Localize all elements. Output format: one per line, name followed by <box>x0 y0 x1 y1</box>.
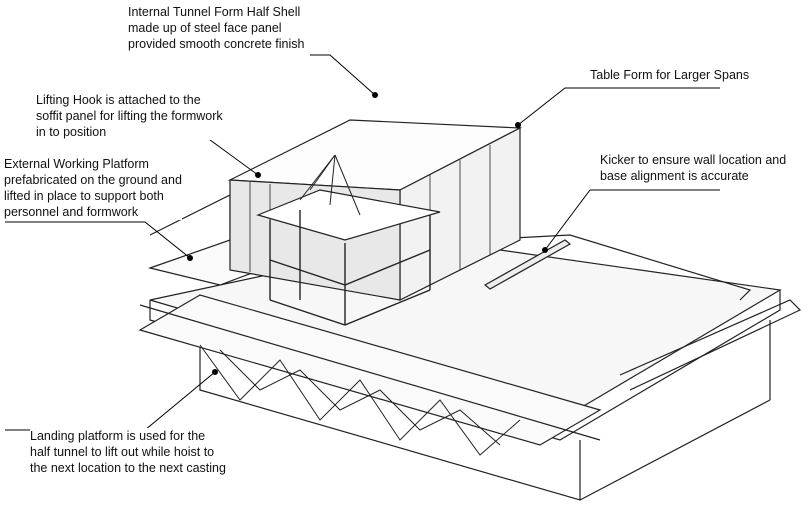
label-lifting-hook: Lifting Hook is attached to the soffit p… <box>36 92 223 140</box>
label-landing-platform: Landing platform is used for the half tu… <box>30 428 226 476</box>
label-tunnel-form: Internal Tunnel Form Half Shell made up … <box>128 4 305 52</box>
table-form-props <box>269 210 431 326</box>
right-guard-rail <box>619 299 802 391</box>
kicker <box>483 239 572 290</box>
label-kicker: Kicker to ensure wall location and base … <box>600 152 787 184</box>
lifting-hook-chains <box>299 154 361 216</box>
label-table-form: Table Form for Larger Spans <box>590 67 750 83</box>
landing-truss <box>199 344 521 456</box>
table-form-top <box>256 189 441 241</box>
label-external-platform: External Working Platform prefabricated … <box>4 156 182 220</box>
slab-edge <box>149 290 781 441</box>
landing-platform <box>138 294 602 446</box>
leader-dots <box>187 92 548 375</box>
lower-wall <box>199 330 581 501</box>
landing-rail <box>139 304 601 441</box>
